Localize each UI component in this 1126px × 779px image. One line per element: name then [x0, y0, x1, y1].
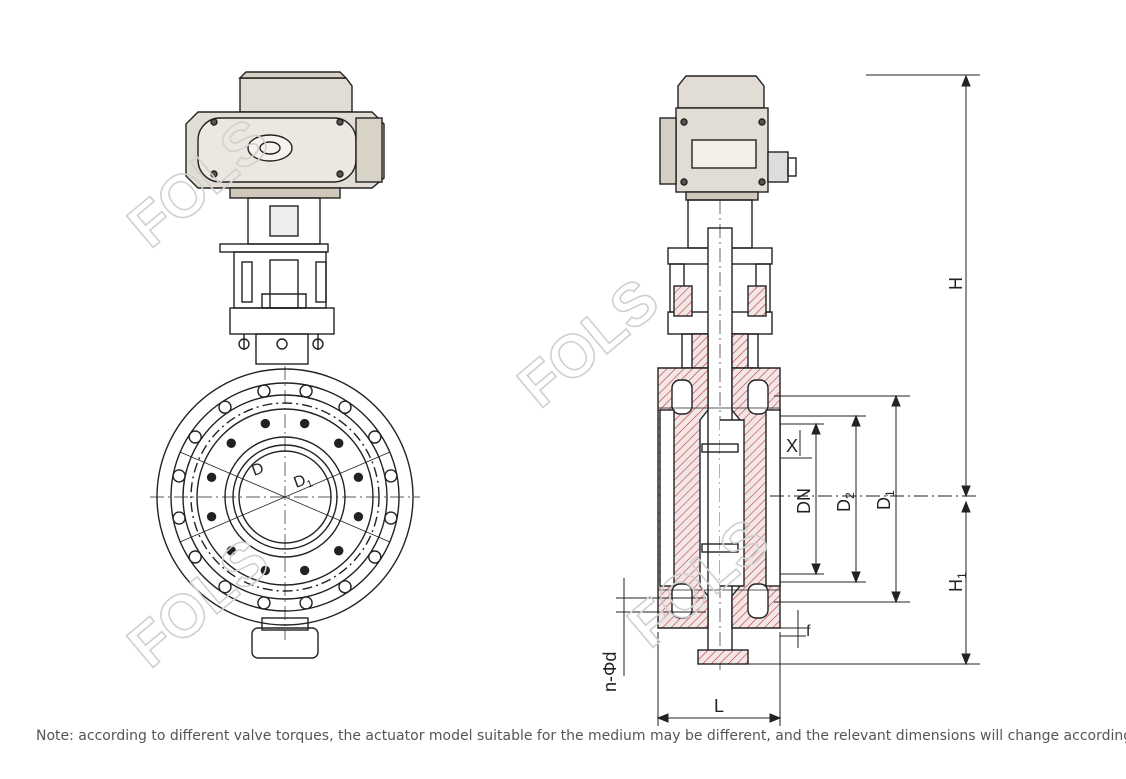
valve-body-front: [150, 366, 420, 659]
flange-bolt-hole: [188, 550, 202, 564]
bolt-dot: [334, 546, 344, 556]
dim-label-D1-side: D1: [874, 490, 897, 510]
flange-bolt-hole: [384, 511, 398, 525]
flange-bolt-hole: [368, 430, 382, 444]
valve-body-side: [657, 367, 781, 665]
flange-bolt-hole: [338, 400, 352, 414]
flange-bolt-hole: [299, 384, 313, 398]
actuator-side: [659, 75, 797, 201]
dim-label-D: D: [250, 460, 267, 480]
bolt-dot: [353, 472, 364, 483]
dim-label-L: L: [714, 696, 724, 716]
flange-bolt-hole: [368, 550, 382, 564]
flange-bolt-hole: [188, 430, 202, 444]
bolt-dot: [260, 565, 271, 576]
bolt-dot: [334, 438, 344, 448]
flange-bolt-hole: [299, 596, 313, 610]
flange-bolt-hole: [384, 469, 398, 483]
dim-label-H1: H1: [946, 572, 969, 592]
bolt-dot: [206, 472, 217, 483]
dim-label-D1: D1: [292, 470, 315, 495]
flange-bolt-hole: [257, 596, 271, 610]
front-view: D D1: [150, 71, 420, 659]
flange-bolt-hole: [172, 469, 186, 483]
flange-bolt-hole: [218, 580, 232, 594]
bolt-dot: [299, 565, 310, 576]
footnote: Note: according to different valve torqu…: [36, 728, 1126, 744]
dim-label-H: H: [946, 277, 966, 290]
bolt-dot: [353, 511, 364, 522]
flange-bolt-hole: [338, 580, 352, 594]
svg-text:FOLS: FOLS: [115, 526, 281, 680]
dim-label-DN: DN: [794, 488, 814, 514]
flange-bolt-hole: [172, 511, 186, 525]
bolt-dot: [226, 546, 236, 556]
bolt-dot: [206, 511, 217, 522]
bolt-dot: [226, 438, 236, 448]
dim-label-D2: D2: [834, 492, 857, 512]
dim-label-f: f: [806, 623, 811, 640]
dimension-lines: [616, 74, 980, 726]
dim-label-X: X: [786, 436, 798, 456]
actuator-front: [185, 71, 385, 199]
flange-bolt-hole: [257, 384, 271, 398]
bracket-front: [219, 197, 335, 365]
flange-bolt-hole: [218, 400, 232, 414]
svg-text:FOLS: FOLS: [505, 266, 671, 420]
side-view: [657, 75, 797, 672]
bolt-dot: [260, 418, 271, 429]
bolt-dot: [299, 418, 310, 429]
dim-label-nd: n-Φd: [600, 652, 620, 692]
